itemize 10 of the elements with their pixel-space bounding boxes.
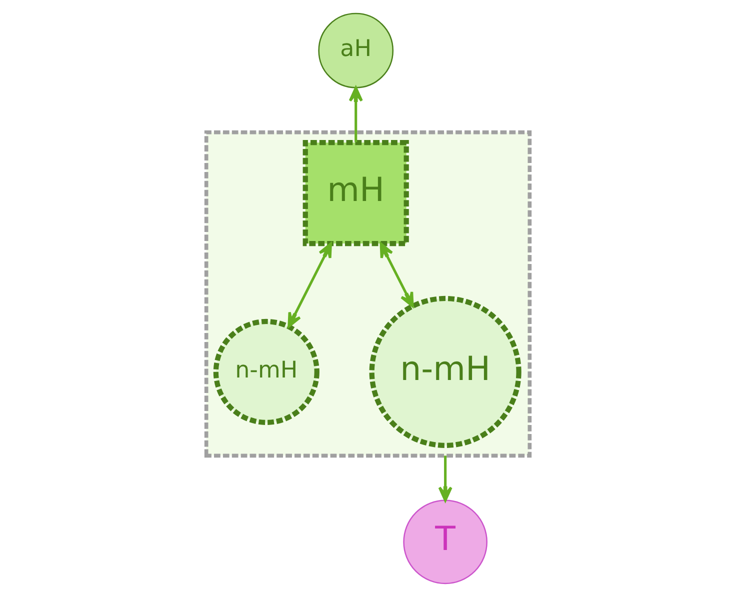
node-circle: aH (318, 12, 394, 88)
cluster (204, 130, 532, 458)
node-circle: T (402, 500, 487, 584)
arrow (287, 242, 332, 328)
node-circle: n-mH (368, 296, 521, 448)
arrow (379, 242, 414, 308)
arrow (348, 86, 362, 142)
node-box: mH (302, 140, 408, 246)
arrow (438, 456, 452, 502)
node-circle: n-mH (212, 318, 319, 425)
